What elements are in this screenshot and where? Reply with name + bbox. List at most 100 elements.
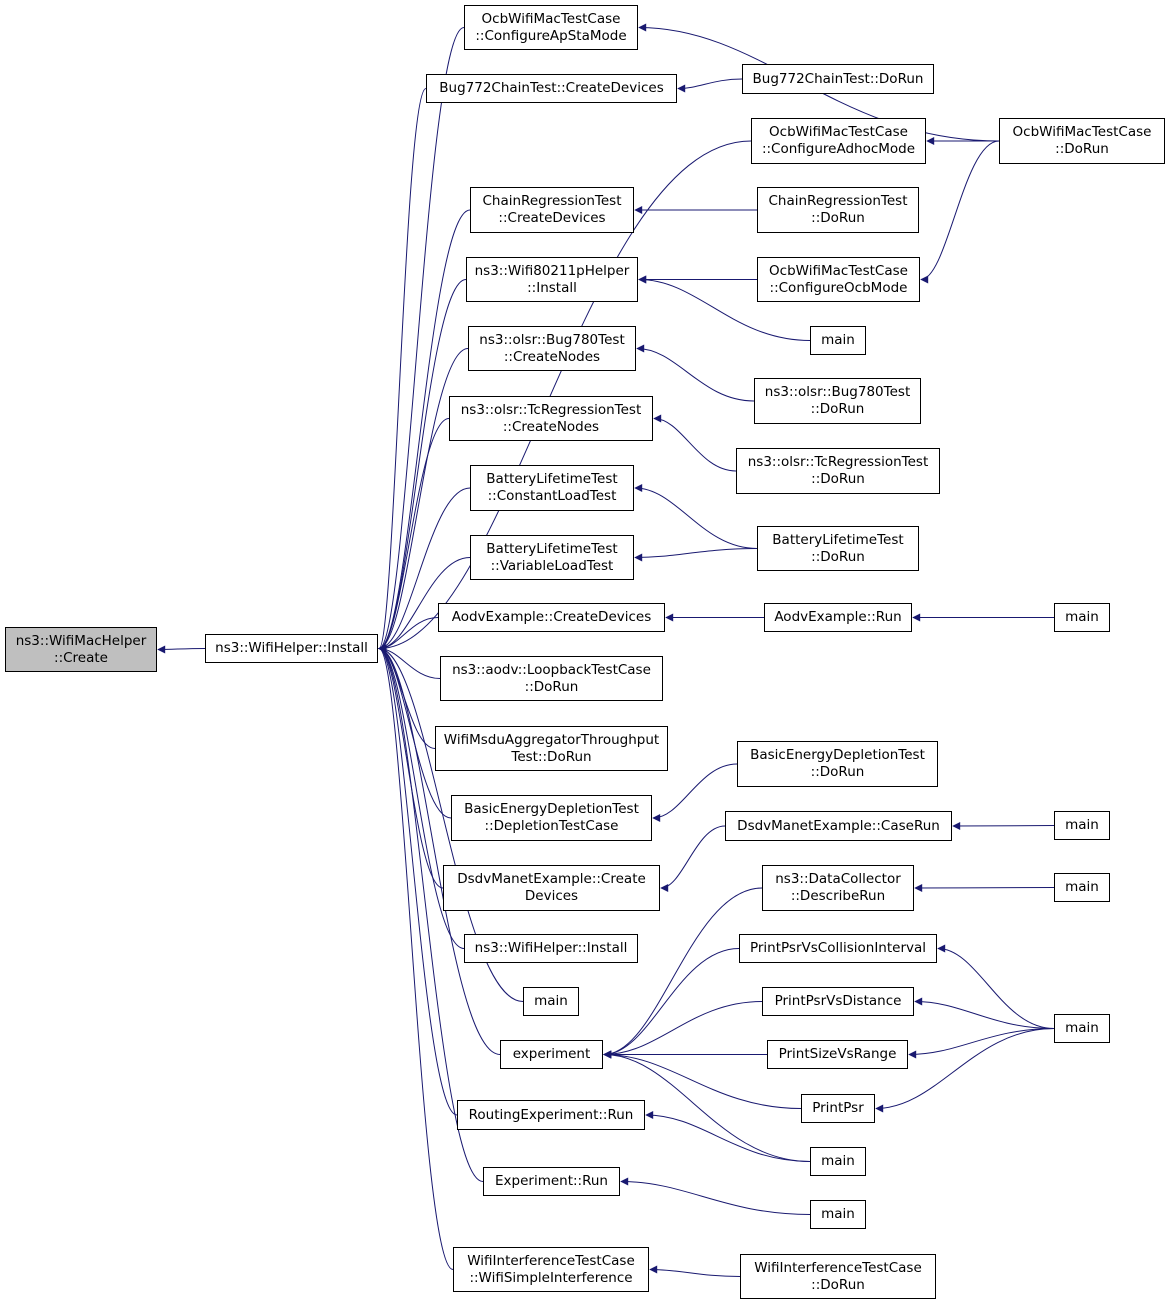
- call-edge-e5-to-d13: [914, 997, 1055, 1029]
- graph-node-e3[interactable]: main: [1054, 811, 1110, 840]
- graph-node-d18[interactable]: WifiInterferenceTestCase::DoRun: [740, 1254, 936, 1299]
- node-label-line: ns3::WifiHelper::Install: [215, 640, 368, 656]
- call-edge-e4-to-d11: [914, 883, 1055, 892]
- node-label-line: ns3::olsr::Bug780Test: [764, 384, 911, 400]
- call-edge-c20-to-install: [378, 644, 454, 1270]
- graph-node-d2[interactable]: ChainRegressionTest::DoRun: [757, 187, 919, 233]
- node-label-line: ChainRegressionTest: [768, 193, 908, 209]
- call-edge-d9-to-c13: [652, 763, 738, 822]
- node-label-line: DsdvManetExample::CaseRun: [737, 817, 940, 834]
- node-label-line: ::DepletionTestCase: [484, 818, 619, 834]
- graph-node-e5[interactable]: main: [1054, 1014, 1110, 1043]
- call-edge-install-to-root: [157, 645, 206, 654]
- graph-node-c5[interactable]: ns3::Wifi80211pHelper::Install: [466, 257, 638, 302]
- call-edge-c8-to-install: [378, 487, 471, 653]
- call-edge-d18-to-c20: [649, 1265, 741, 1277]
- node-label-line: ::Create: [54, 649, 108, 666]
- graph-node-e4[interactable]: main: [1054, 873, 1110, 902]
- node-label-line: ::VariableLoadTest: [490, 557, 614, 574]
- graph-node-c19[interactable]: Experiment::Run: [483, 1167, 620, 1196]
- graph-node-c17[interactable]: experiment: [500, 1040, 603, 1069]
- graph-node-d5[interactable]: ns3::olsr::Bug780Test::DoRun: [754, 378, 921, 424]
- node-label-line: ::CreateNodes: [503, 348, 601, 365]
- graph-node-c10[interactable]: AodvExample::CreateDevices: [438, 603, 665, 632]
- graph-node-install[interactable]: ns3::WifiHelper::Install: [205, 634, 378, 663]
- call-edge-d16-to-c17: [603, 1050, 811, 1162]
- graph-node-d4[interactable]: main: [810, 326, 866, 355]
- node-label-line: PrintPsrVsDistance: [774, 993, 902, 1009]
- call-edge-e5-to-d14: [908, 1028, 1055, 1059]
- node-label-line: Test::DoRun: [511, 748, 592, 765]
- graph-node-c4[interactable]: ChainRegressionTest::CreateDevices: [470, 187, 634, 233]
- graph-node-c6[interactable]: ns3::olsr::Bug780Test::CreateNodes: [468, 326, 636, 371]
- graph-node-c8[interactable]: BatteryLifetimeTest::ConstantLoadTest: [470, 465, 634, 511]
- graph-node-c13[interactable]: BasicEnergyDepletionTest::DepletionTestC…: [451, 795, 652, 841]
- graph-node-c2[interactable]: Bug772ChainTest::CreateDevices: [426, 74, 677, 103]
- call-edge-c16-to-install: [378, 644, 524, 1002]
- graph-node-d17[interactable]: main: [810, 1200, 866, 1229]
- graph-node-c20[interactable]: WifiInterferenceTestCase::WifiSimpleInte…: [453, 1247, 649, 1292]
- call-edge-d7-to-c9: [634, 548, 758, 562]
- node-label-line: Devices: [524, 888, 579, 904]
- node-label-line: main: [821, 332, 855, 348]
- call-edge-d12-to-c17: [603, 948, 740, 1059]
- node-label-line: DsdvManetExample::Create: [457, 871, 646, 887]
- node-label-line: ns3::olsr::TcRegressionTest: [747, 454, 929, 470]
- node-label-line: main: [1065, 1020, 1099, 1036]
- node-label-line: ::DoRun: [524, 678, 579, 695]
- call-edge-d17-to-c19: [620, 1177, 811, 1215]
- call-edge-c2-to-install: [378, 88, 427, 653]
- call-edge-d6-to-c7: [653, 414, 737, 472]
- graph-node-d16[interactable]: main: [810, 1147, 866, 1176]
- graph-node-d6[interactable]: ns3::olsr::TcRegressionTest::DoRun: [736, 448, 940, 494]
- graph-node-d9[interactable]: BasicEnergyDepletionTest::DoRun: [737, 741, 938, 787]
- call-edge-d16-to-c18: [645, 1111, 811, 1162]
- graph-node-d12[interactable]: PrintPsrVsCollisionInterval: [739, 934, 937, 963]
- graph-node-d13[interactable]: PrintPsrVsDistance: [762, 987, 914, 1016]
- node-label-line: ::DoRun: [811, 548, 865, 565]
- node-label-line: experiment: [512, 1046, 591, 1062]
- call-edge-c18-to-install: [378, 644, 458, 1116]
- call-edge-c13-to-install: [378, 644, 452, 819]
- node-label-line: ns3::olsr::Bug780Test: [479, 331, 625, 348]
- graph-node-e2[interactable]: main: [1054, 603, 1110, 632]
- graph-node-c15[interactable]: ns3::WifiHelper::Install: [464, 934, 638, 963]
- graph-node-d10[interactable]: DsdvManetExample::CaseRun: [725, 811, 952, 841]
- graph-node-c3[interactable]: OcbWifiMacTestCase::ConfigureAdhocMode: [751, 118, 926, 164]
- node-label-line: WifiMsduAggregatorThroughput: [443, 731, 660, 748]
- call-edge-e1-to-d3: [920, 140, 1000, 284]
- graph-node-c11[interactable]: ns3::aodv::LoopbackTestCase::DoRun: [440, 656, 663, 701]
- graph-node-c9[interactable]: BatteryLifetimeTest::VariableLoadTest: [470, 535, 634, 580]
- node-label-line: OcbWifiMacTestCase: [481, 10, 621, 27]
- graph-node-d1[interactable]: Bug772ChainTest::DoRun: [742, 64, 934, 94]
- call-edge-d11-to-c17: [603, 887, 763, 1059]
- graph-node-d8[interactable]: AodvExample::Run: [764, 603, 912, 632]
- graph-node-d11[interactable]: ns3::DataCollector::DescribeRun: [762, 865, 914, 911]
- graph-node-c18[interactable]: RoutingExperiment::Run: [457, 1100, 645, 1130]
- node-label-line: RoutingExperiment::Run: [468, 1106, 634, 1123]
- node-label-line: ::ConfigureApStaMode: [475, 27, 627, 44]
- graph-node-c7[interactable]: ns3::olsr::TcRegressionTest::CreateNodes: [449, 396, 653, 441]
- node-label-line: ::ConstantLoadTest: [487, 488, 617, 504]
- node-label-line: ::CreateNodes: [502, 418, 600, 435]
- graph-node-d15[interactable]: PrintPsr: [801, 1094, 875, 1123]
- node-label-line: main: [1065, 609, 1099, 625]
- graph-node-c1[interactable]: OcbWifiMacTestCase::ConfigureApStaMode: [464, 5, 638, 50]
- node-label-line: ns3::aodv::LoopbackTestCase: [452, 661, 651, 678]
- node-label-line: Bug772ChainTest::CreateDevices: [439, 80, 664, 96]
- graph-node-e1[interactable]: OcbWifiMacTestCase::DoRun: [999, 118, 1165, 164]
- call-edge-c14-to-install: [378, 644, 444, 889]
- graph-node-d14[interactable]: PrintSizeVsRange: [767, 1040, 908, 1069]
- call-edge-d4-to-c5: [638, 275, 811, 341]
- node-label-line: PrintPsrVsCollisionInterval: [749, 940, 927, 956]
- call-edge-c4-to-install: [378, 209, 471, 653]
- graph-node-d3[interactable]: OcbWifiMacTestCase::ConfigureOcbMode: [757, 257, 920, 302]
- graph-node-c16[interactable]: main: [523, 987, 579, 1016]
- node-label-line: main: [1065, 817, 1099, 833]
- node-label-line: OcbWifiMacTestCase: [769, 124, 908, 140]
- graph-node-d7[interactable]: BatteryLifetimeTest::DoRun: [757, 526, 919, 571]
- call-edge-d7-to-c8: [634, 484, 758, 549]
